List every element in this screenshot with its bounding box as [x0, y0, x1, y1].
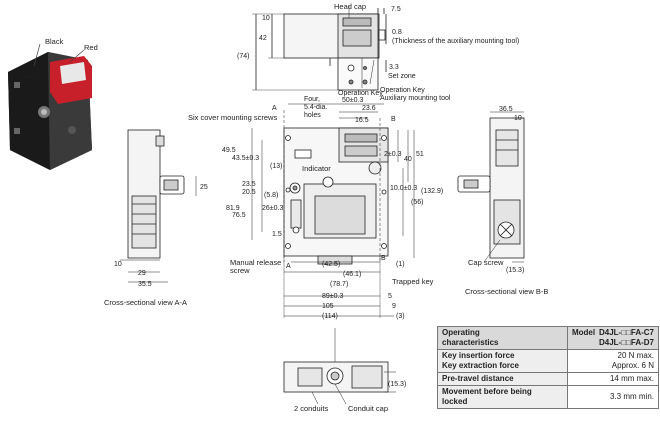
dim-top-3-3: 3.3 — [389, 64, 399, 71]
dim-top-74: (74) — [237, 53, 249, 60]
table-header-row: Operating characteristics Model D4JL-□□F… — [437, 326, 660, 350]
dim-132-9: (132.9) — [421, 188, 443, 195]
section-a-bottom: A — [286, 263, 291, 270]
dim-49-5: 49.5 — [222, 147, 236, 154]
dim-2: 2±0.3 — [384, 151, 402, 158]
dim-bottom-15-3: (15.3) — [388, 381, 406, 388]
aux-mounting-tool-label: Auxiliary mounting tool — [380, 95, 451, 102]
set-zone-label: Set zone — [388, 73, 416, 80]
dim-114: (114) — [322, 313, 338, 320]
left-section-labels: 25 10 29 35.5 Cross-sectional view A-A — [104, 184, 208, 307]
dim-top-0-8: 0.8 — [392, 29, 402, 36]
dim-81-9: 81.9 — [226, 205, 240, 212]
front-view-labels: Six cover mounting screws A Four, 5.4-di… — [188, 96, 443, 320]
dim-9: 9 — [392, 303, 396, 310]
cap-screw-label: Cap screw — [468, 258, 504, 267]
photo-brand-text: omron — [26, 74, 37, 79]
dim-top-10: 10 — [262, 15, 270, 22]
bottom-view-labels: (15.3) 2 conduits Conduit cap — [294, 381, 406, 413]
dim-50: 50±0.3 — [342, 97, 363, 104]
table-row: Key insertion force Key extraction force… — [437, 349, 660, 373]
left-section-view — [120, 129, 197, 283]
operation-key-label-left: Operation Key — [338, 90, 383, 97]
dim-76-5: 76.5 — [232, 212, 246, 219]
dim-51: 51 — [416, 151, 424, 158]
table-row: Pre-travel distance 14 mm max. — [437, 372, 660, 386]
right-section-labels: 36.5 10 Cap screw (15.3) Cross-sectional… — [465, 106, 548, 296]
dim-top-7-5: 7.5 — [391, 6, 401, 13]
dim-16-5: 16.5 — [355, 117, 369, 124]
conduits-label: 2 conduits — [294, 404, 328, 413]
dim-5-8: (5.8) — [264, 192, 278, 199]
dim-105: 105 — [322, 303, 334, 310]
dim-42-5: (42.5) — [322, 261, 340, 268]
section-b-bottom: B — [381, 255, 386, 262]
dim-left-29: 29 — [138, 270, 146, 277]
top-view-labels: Head cap 7.5 10 0.8 (Thickness of the au… — [237, 2, 519, 102]
dim-23-6: 23.6 — [362, 105, 376, 112]
section-a-top: A — [272, 105, 277, 112]
label-black: Black — [45, 37, 64, 46]
label-red: Red — [84, 43, 98, 52]
section-b-top: B — [391, 116, 396, 123]
dim-top-42: 42 — [259, 35, 267, 42]
trapped-key-label: Trapped key — [392, 277, 434, 286]
operating-characteristics-table: Operating characteristics Model D4JL-□□F… — [437, 326, 660, 409]
dim-13: (13) — [270, 163, 282, 170]
dim-56: (56) — [411, 199, 423, 206]
dim-46-1: (46.1) — [343, 271, 361, 278]
dim-26: 26±0.3 — [262, 205, 283, 212]
dim-89: 89±0.3 — [322, 293, 343, 300]
dim-10-0: 10.0±0.3 — [390, 185, 417, 192]
top-view — [252, 6, 387, 91]
dim-left-35-5: 35.5 — [138, 281, 152, 288]
table-header-label: Operating characteristics — [437, 326, 568, 350]
dim-left-10: 10 — [114, 261, 122, 268]
dim-left-25: 25 — [200, 184, 208, 191]
section-bb-caption: Cross-sectional view B-B — [465, 287, 548, 296]
head-cap-label: Head cap — [334, 2, 366, 11]
dim-1-5: 1.5 — [272, 231, 282, 238]
operation-key-label-right: Operation Key — [380, 87, 425, 94]
dim-20-5: 20.5 — [242, 189, 256, 196]
bottom-view — [283, 328, 396, 405]
dim-23-5: 23.5 — [242, 181, 256, 188]
manual-release-label-1: Manual release — [230, 258, 281, 267]
indicator-label: Indicator — [302, 164, 331, 173]
product-photo: omron Black Red — [8, 37, 98, 170]
dim-78-7: (78.7) — [330, 281, 348, 288]
right-section-view — [457, 111, 525, 263]
four-holes-label-3: holes — [304, 112, 321, 119]
dim-right-36-5: 36.5 — [499, 106, 513, 113]
table-row: Movement before being locked 3.3 mm min. — [437, 385, 660, 409]
conduit-cap-label: Conduit cap — [348, 404, 388, 413]
dim-1: (1) — [396, 261, 405, 268]
dim-right-15-3: (15.3) — [506, 267, 524, 274]
dim-right-10: 10 — [514, 115, 522, 122]
six-screws-label: Six cover mounting screws — [188, 113, 277, 122]
dim-3: (3) — [396, 313, 405, 320]
dim-43-5: 43.5±0.3 — [232, 155, 259, 162]
four-holes-label-2: 5.4-dia. — [304, 104, 327, 111]
section-aa-caption: Cross-sectional view A-A — [104, 298, 187, 307]
front-view — [251, 103, 415, 318]
dim-5: 5 — [388, 293, 392, 300]
manual-release-label-2: screw — [230, 266, 250, 275]
four-holes-label-1: Four, — [304, 96, 320, 103]
table-header-model: Model D4JL-□□FA-C7 D4JL-□□FA-D7 — [566, 326, 660, 350]
aux-thickness-note: (Thickness of the auxiliary mounting too… — [392, 38, 519, 45]
dim-40: 40 — [404, 156, 412, 163]
